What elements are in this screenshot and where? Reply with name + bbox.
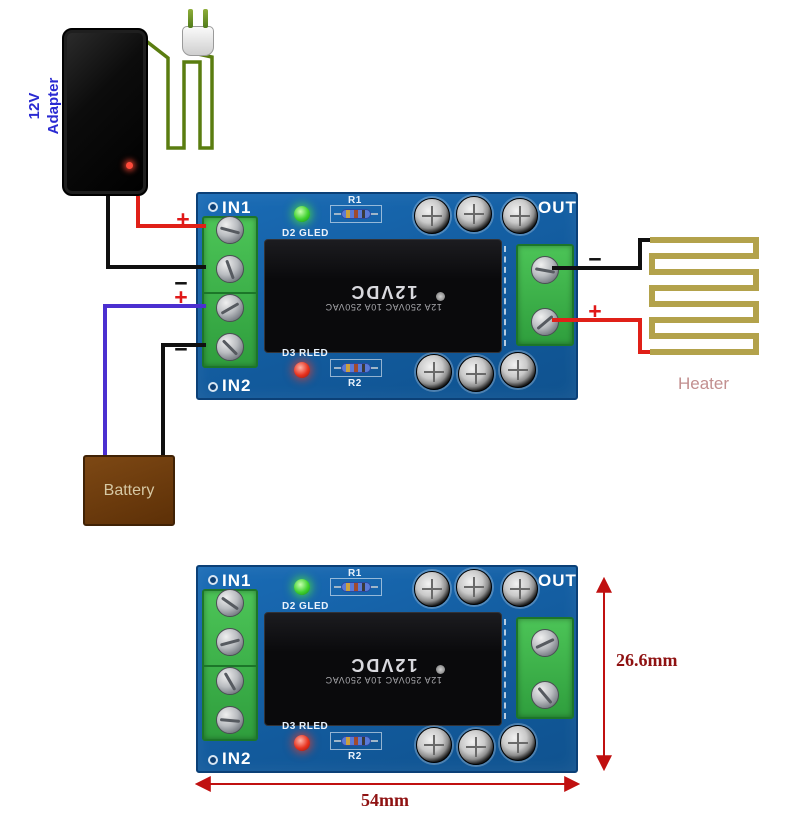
plus-label: +	[588, 298, 602, 324]
capacitor	[458, 356, 494, 392]
capacitor	[414, 198, 450, 234]
d3-label: D3 RLED	[282, 348, 329, 359]
silkscreen-box	[330, 578, 382, 596]
minus-label: −	[174, 336, 188, 362]
silkscreen-box	[330, 205, 382, 223]
relay: 12A 250VAC 10A 250VAC 12VDC	[264, 612, 502, 726]
capacitor	[502, 198, 538, 234]
silkscreen-box	[330, 732, 382, 750]
power-plug	[182, 26, 214, 56]
minus-label: −	[588, 246, 602, 272]
mounting-hole	[208, 575, 218, 585]
silkscreen-dashed-line	[504, 619, 506, 719]
terminal-screw	[531, 629, 559, 657]
relay-module-board-dimensioned: IN1 OUT IN2 12A 250VAC 10A 250VAC 12VDC …	[196, 565, 578, 773]
terminal-screw	[531, 681, 559, 709]
red-led	[294, 735, 310, 751]
plus-label: +	[174, 284, 188, 310]
battery-positive-wire	[103, 304, 206, 458]
adapter-label: 12V Adapter	[26, 77, 62, 135]
in2-label: IN2	[222, 749, 252, 768]
resistor-body	[341, 582, 371, 592]
in1-label: IN1	[222, 571, 252, 590]
relay-model-text: 12VDC	[348, 281, 418, 302]
capacitor	[456, 569, 492, 605]
green-led	[294, 206, 310, 222]
capacitor	[456, 196, 492, 232]
out-label: OUT	[538, 198, 577, 217]
capacitor	[458, 729, 494, 765]
minus-label: −	[174, 270, 188, 296]
relay-module-board-wired: IN1 OUT IN2 12A 250VAC 10A 250VAC 12VDC …	[196, 192, 578, 400]
mounting-hole	[208, 755, 218, 765]
green-led	[294, 579, 310, 595]
relay: 12A 250VAC 10A 250VAC 12VDC	[264, 239, 502, 353]
terminal-screw	[216, 706, 244, 734]
d3-label: D3 RLED	[282, 721, 329, 732]
capacitor	[500, 352, 536, 388]
relay-markings: 12A 250VAC 10A 250VAC 12VDC	[325, 281, 442, 312]
terminal-screw	[216, 589, 244, 617]
capacitor	[416, 727, 452, 763]
relay-rating-text: 12A 250VAC 10A 250VAC	[324, 301, 442, 312]
terminal-screw	[531, 308, 559, 336]
d2-label: D2 GLED	[282, 228, 329, 239]
battery: Battery	[83, 455, 175, 526]
silkscreen-dashed-line	[504, 246, 506, 346]
capacitor	[416, 354, 452, 390]
terminal-screw	[216, 255, 244, 283]
resistor-r2	[334, 735, 378, 747]
r1-label: R1	[348, 195, 362, 206]
resistor-r1	[334, 208, 378, 220]
relay-model-text: 12VDC	[348, 654, 418, 675]
resistor-r1	[334, 581, 378, 593]
capacitor	[414, 571, 450, 607]
width-dimension-label: 54mm	[361, 790, 409, 810]
terminal-screw	[531, 256, 559, 284]
relay-rating-text: 12A 250VAC 10A 250VAC	[324, 674, 442, 685]
terminal-screw	[216, 216, 244, 244]
r1-label: R1	[348, 568, 362, 579]
adapter-power-led	[126, 162, 133, 169]
in2-label: IN2	[222, 376, 252, 395]
in1-label: IN1	[222, 198, 252, 217]
d2-label: D2 GLED	[282, 601, 329, 612]
height-dimension-label: 26.6mm	[616, 650, 678, 670]
red-led	[294, 362, 310, 378]
mounting-hole	[208, 382, 218, 392]
resistor-body	[341, 363, 371, 373]
heater-label: Heater	[678, 374, 730, 393]
capacitor	[500, 725, 536, 761]
terminal-screw	[216, 333, 244, 361]
terminal-screw	[216, 628, 244, 656]
silkscreen-box	[330, 359, 382, 377]
heater-element	[649, 237, 759, 355]
plus-label: +	[176, 206, 190, 232]
terminal-screw	[216, 294, 244, 322]
capacitor	[502, 571, 538, 607]
plug-prong	[188, 9, 193, 28]
power-adapter	[62, 28, 148, 196]
r2-label: R2	[348, 378, 362, 389]
battery-label: Battery	[103, 481, 155, 499]
resistor-body	[341, 209, 371, 219]
resistor-body	[341, 736, 371, 746]
dc-negative-wire	[106, 196, 206, 269]
resistor-r2	[334, 362, 378, 374]
mounting-hole	[208, 202, 218, 212]
out-label: OUT	[538, 571, 577, 590]
plug-prong	[203, 9, 208, 28]
relay-markings: 12A 250VAC 10A 250VAC 12VDC	[325, 654, 442, 685]
r2-label: R2	[348, 751, 362, 762]
terminal-screw	[216, 667, 244, 695]
